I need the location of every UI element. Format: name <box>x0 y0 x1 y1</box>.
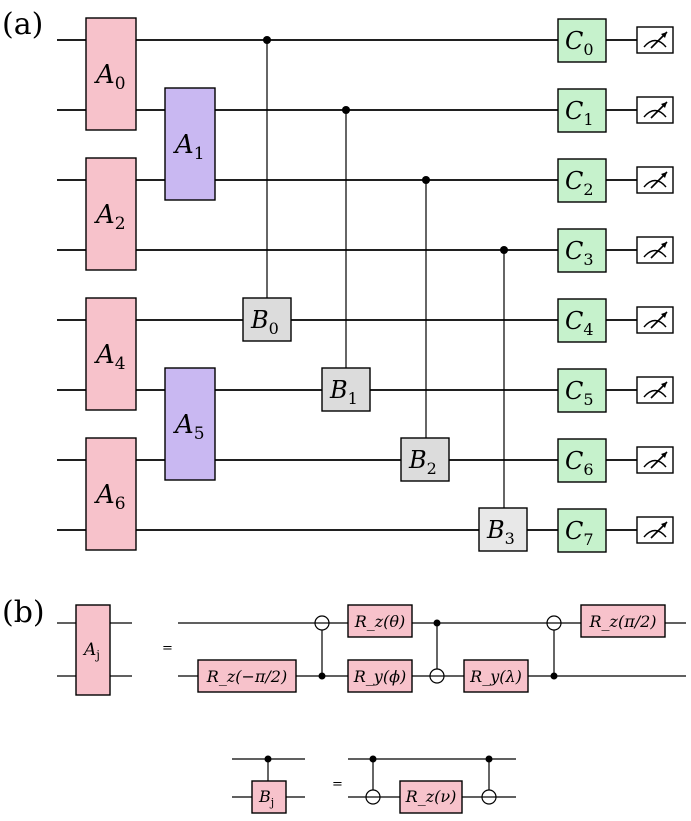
svg-text:A6: A6 <box>94 480 126 514</box>
gate-rz-theta: R_z(θ) <box>347 604 413 638</box>
svg-text:A4: A4 <box>94 340 126 374</box>
svg-text:B3: B3 <box>486 516 515 548</box>
panel-b-label: (b) <box>2 595 45 630</box>
measurement-meter-icon <box>636 26 674 54</box>
gate-c4: C4 <box>557 298 607 343</box>
control-dot <box>342 106 350 114</box>
cnot-1 <box>314 615 330 680</box>
svg-text:B2: B2 <box>408 446 437 478</box>
gate-ry-lambda: R_y(λ) <box>463 659 529 693</box>
equals-sign: = <box>162 641 173 656</box>
measurement-meter-icon <box>636 236 674 264</box>
svg-text:C5: C5 <box>565 377 594 409</box>
gate-b3: B3 <box>478 507 528 552</box>
measurement-meter-icon <box>636 376 674 404</box>
gate-aj: Aj <box>57 604 132 696</box>
svg-text:R_z(π/2): R_z(π/2) <box>588 612 656 631</box>
gate-rz-neg-pi2: R_z(−π/2) <box>197 659 297 693</box>
gate-a5: A5 <box>164 367 216 481</box>
gate-a4: A4 <box>85 297 137 411</box>
measurement-meters <box>636 26 674 544</box>
svg-text:A2: A2 <box>94 200 126 234</box>
gate-c1: C1 <box>557 88 607 133</box>
control-dot <box>422 176 430 184</box>
gate-c5: C5 <box>557 368 607 413</box>
gate-bj: Bj <box>232 755 305 814</box>
svg-text:B1: B1 <box>329 376 358 408</box>
gate-a2: A2 <box>85 157 137 271</box>
svg-text:R_y(λ): R_y(λ) <box>469 667 522 686</box>
svg-text:Bj: Bj <box>258 787 274 809</box>
svg-text:C3: C3 <box>565 237 594 269</box>
gate-a0: A0 <box>85 17 137 131</box>
svg-text:C6: C6 <box>565 447 594 479</box>
control-dot <box>263 36 271 44</box>
svg-text:R_z(θ): R_z(θ) <box>354 612 406 631</box>
svg-text:R_z(ν): R_z(ν) <box>405 787 457 806</box>
measurement-meter-icon <box>636 166 674 194</box>
gate-b2: B2 <box>400 437 450 482</box>
svg-text:C1: C1 <box>565 97 594 129</box>
svg-text:A5: A5 <box>173 410 205 444</box>
svg-text:A0: A0 <box>94 60 126 94</box>
gate-b0: B0 <box>242 297 292 342</box>
gate-c6: C6 <box>557 438 607 483</box>
gate-rz-pi2: R_z(π/2) <box>580 604 666 638</box>
gate-rz-nu: R_z(ν) <box>399 780 463 814</box>
control-dot <box>500 246 508 254</box>
panel-a-control-lines <box>263 36 508 508</box>
cnot-3 <box>546 615 562 680</box>
svg-text:A1: A1 <box>173 130 205 164</box>
svg-text:C4: C4 <box>565 307 594 339</box>
gate-c0: C0 <box>557 18 607 63</box>
svg-text:C0: C0 <box>565 27 594 59</box>
gate-c3: C3 <box>557 228 607 273</box>
bj-decomposition <box>348 755 516 805</box>
gate-c7: C7 <box>557 508 607 553</box>
gate-ry-phi: R_y(ϕ) <box>347 659 413 693</box>
equals-sign-bj: = <box>332 777 343 792</box>
svg-text:C7: C7 <box>565 517 594 549</box>
measurement-meter-icon <box>636 306 674 334</box>
gate-b1: B1 <box>321 367 371 412</box>
svg-text:R_z(−π/2): R_z(−π/2) <box>206 667 287 686</box>
measurement-meter-icon <box>636 96 674 124</box>
svg-text:C2: C2 <box>565 167 594 199</box>
svg-text:R_y(ϕ): R_y(ϕ) <box>353 667 406 686</box>
measurement-meter-icon <box>636 446 674 474</box>
gate-c2: C2 <box>557 158 607 203</box>
svg-text:Aj: Aj <box>82 640 100 662</box>
svg-text:B0: B0 <box>250 306 279 338</box>
cnot-2 <box>429 619 445 684</box>
panel-a-label: (a) <box>2 7 43 42</box>
measurement-meter-icon <box>636 516 674 544</box>
gate-a1: A1 <box>164 87 216 201</box>
gate-a6: A6 <box>85 437 137 551</box>
